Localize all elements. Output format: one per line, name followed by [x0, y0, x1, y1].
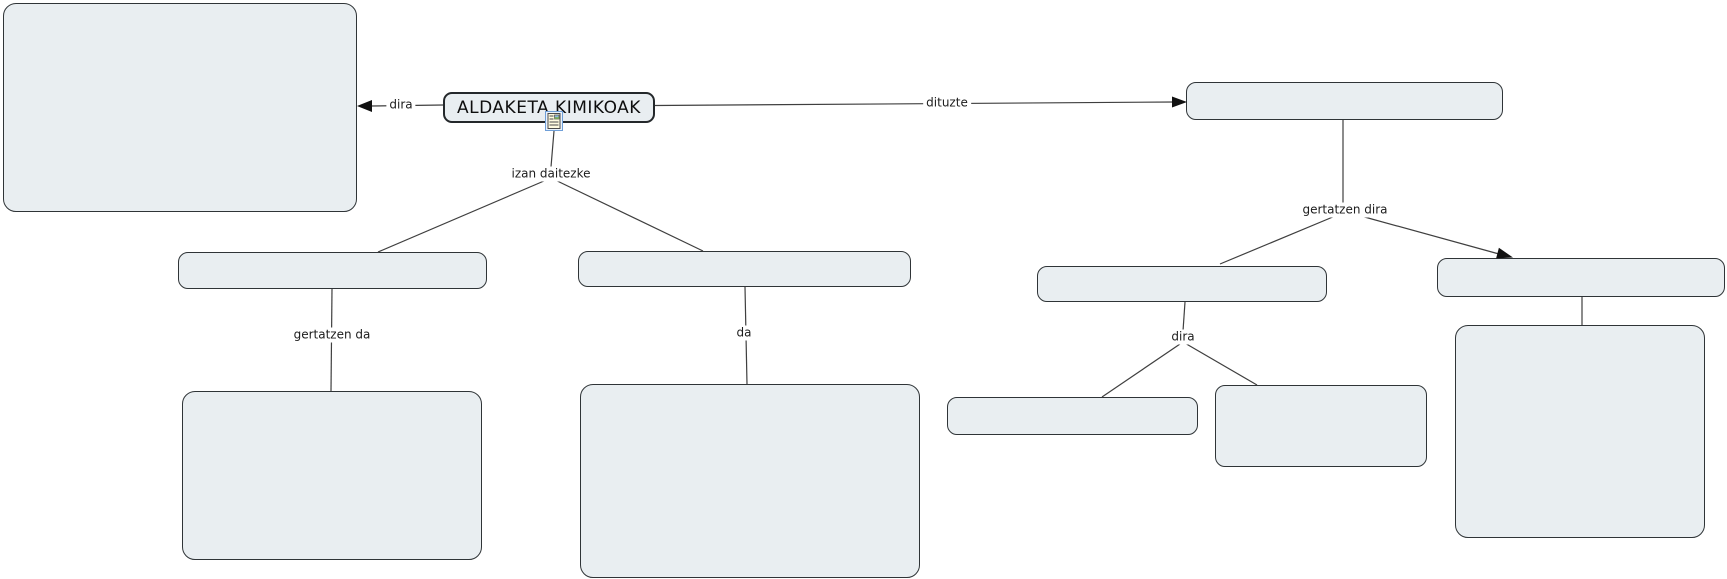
concept-box-right-large[interactable]: [1455, 325, 1705, 538]
concept-box-left-large[interactable]: [3, 3, 357, 212]
edge-label-dira-left[interactable]: dira: [386, 97, 416, 113]
concept-box-rightmost-bar[interactable]: [1437, 258, 1725, 297]
concept-box-right-top-bar[interactable]: [1186, 82, 1503, 120]
concept-box-medium[interactable]: [1215, 385, 1427, 467]
concept-box-mid-left-bar[interactable]: [178, 252, 487, 289]
concept-box-bottom-center[interactable]: [580, 384, 920, 578]
concept-box-bottom-left[interactable]: [182, 391, 482, 560]
edge-label-gertatzen-dira[interactable]: gertatzen dira: [1299, 202, 1391, 218]
edge-label-gertatzen-da[interactable]: gertatzen da: [290, 327, 374, 343]
edge-label-izan-daitezke[interactable]: izan daitezke: [508, 166, 594, 182]
arrowhead-rightmost: [1496, 247, 1513, 259]
arrowhead-right-top: [1172, 96, 1187, 108]
arrowhead-left: [357, 100, 372, 112]
edge-label-dituzte[interactable]: dituzte: [923, 95, 971, 111]
concept-box-mid-center-bar[interactable]: [578, 251, 911, 287]
edge-label-dira-right[interactable]: dira: [1168, 329, 1198, 345]
concept-box-gertatzen-bar[interactable]: [1037, 266, 1327, 302]
concept-box-small-bar[interactable]: [947, 397, 1198, 435]
resource-attachment-icon[interactable]: [545, 111, 563, 131]
edge-label-da[interactable]: da: [733, 325, 755, 341]
